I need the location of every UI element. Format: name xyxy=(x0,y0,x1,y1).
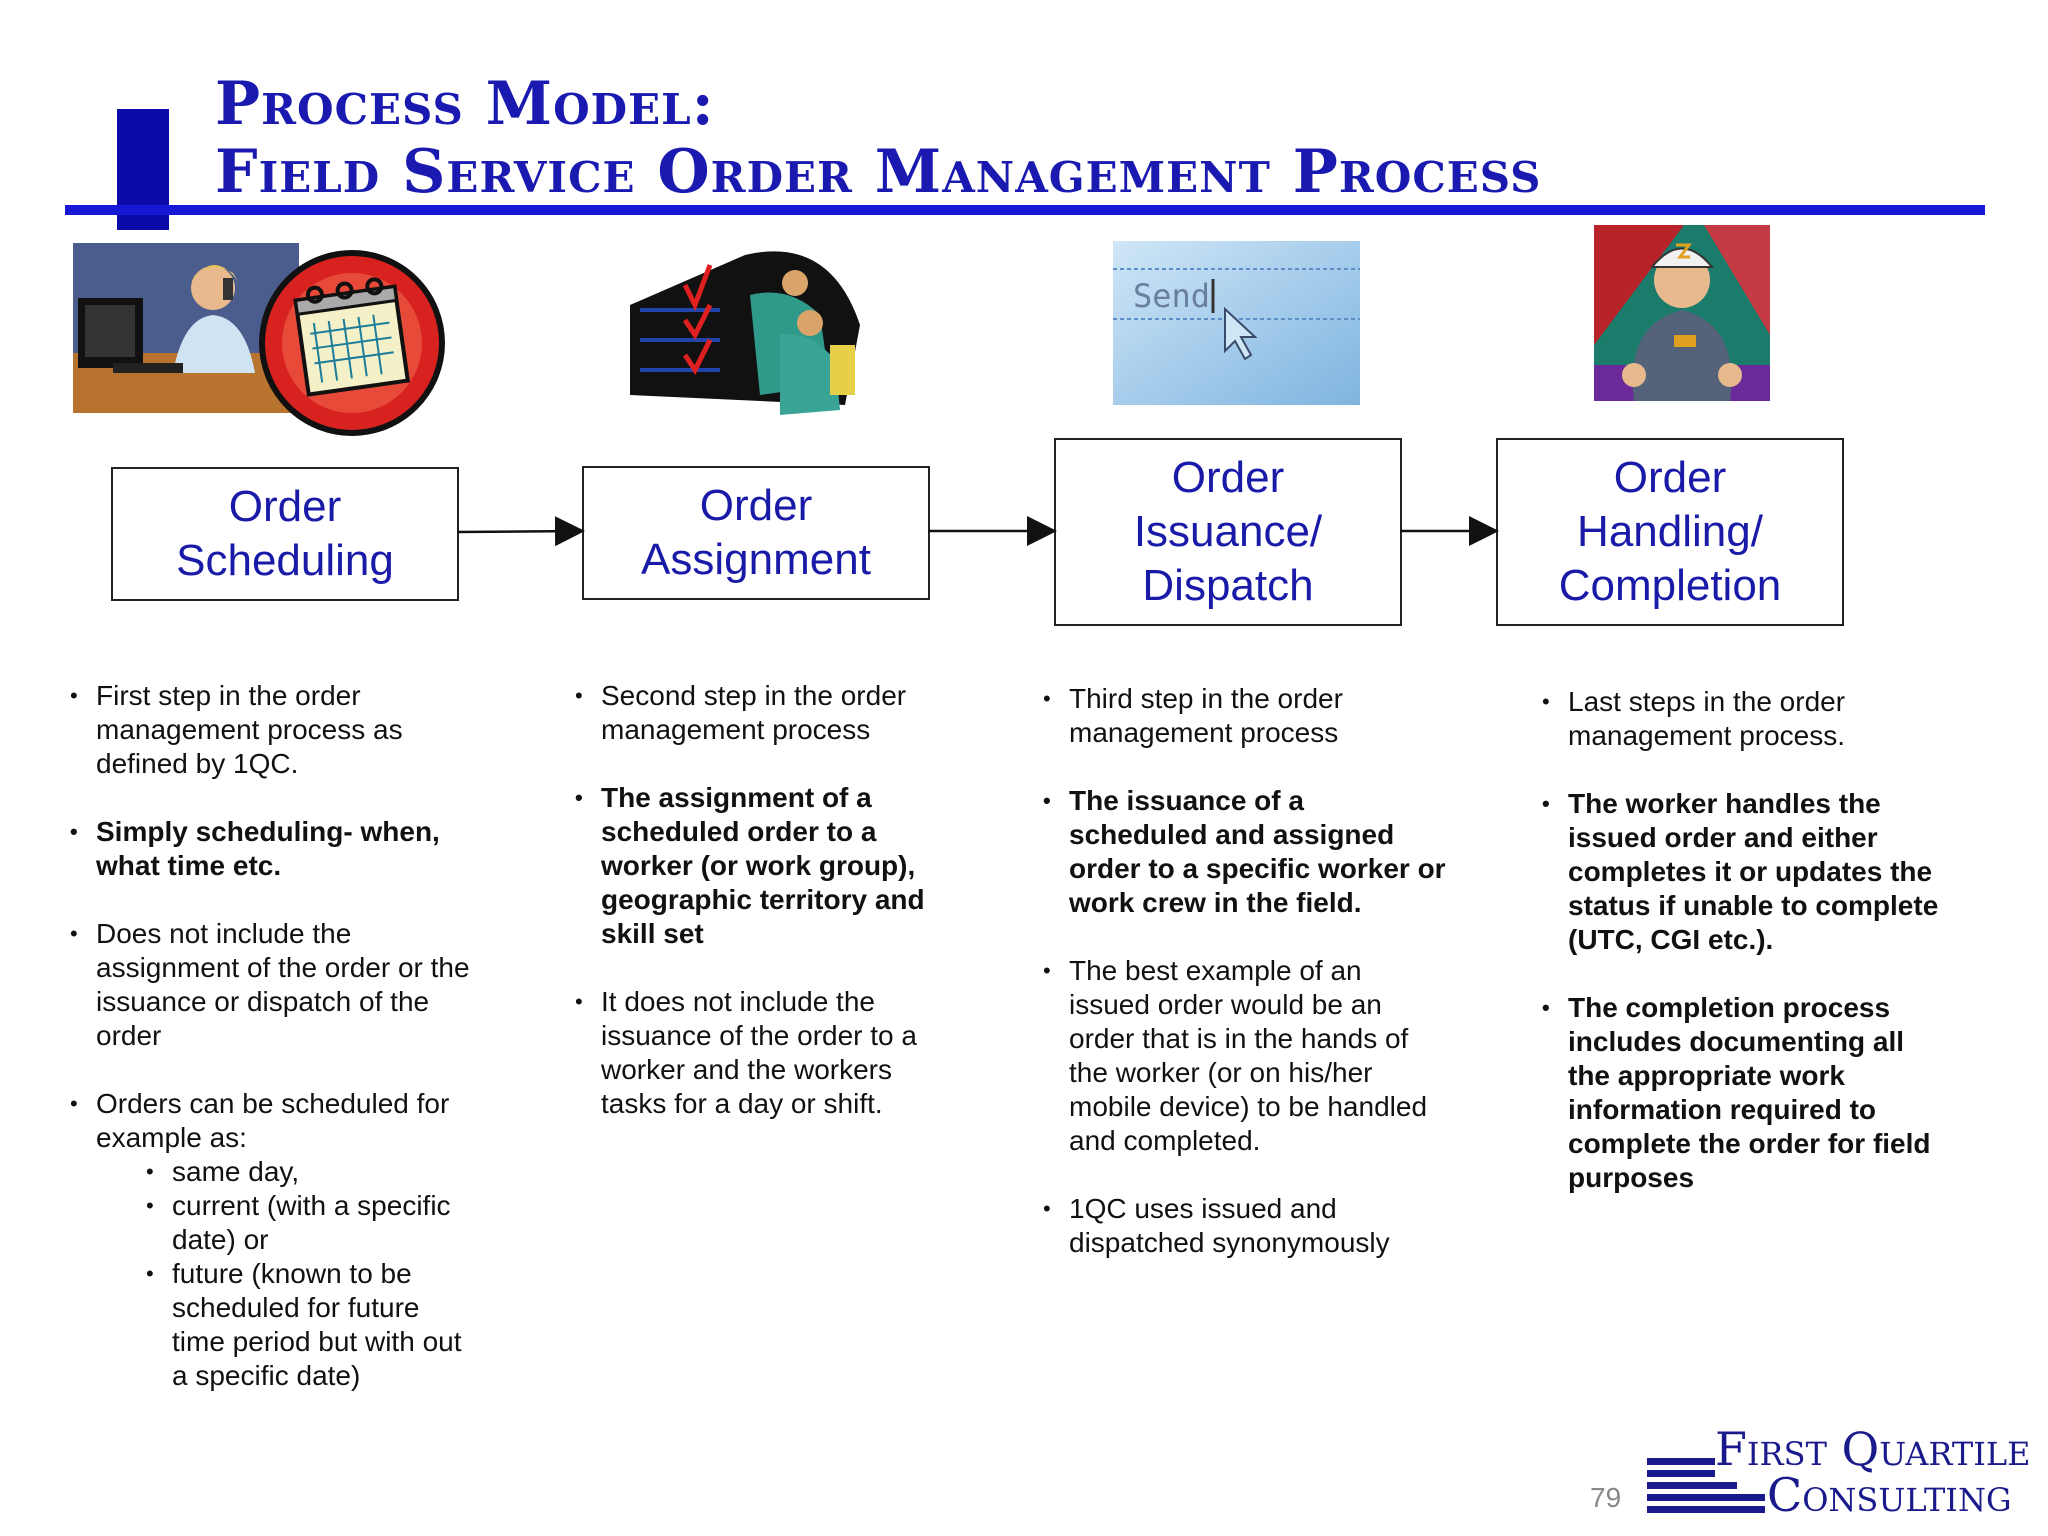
logo-line-2: Consulting xyxy=(1767,1468,2012,1522)
company-logo: First Quartile Consulting xyxy=(1645,1420,2045,1520)
bullet-text: Orders can be scheduled for example as: xyxy=(96,1088,450,1153)
step-order-scheduling: Order Scheduling xyxy=(111,467,459,601)
bullet: First step in the order management proce… xyxy=(70,679,480,781)
logo-bars-icon xyxy=(1647,1458,1765,1513)
title-line-1: Process Model: xyxy=(215,69,715,139)
title-underline xyxy=(65,205,1985,215)
dispatch-details: Third step in the order management proce… xyxy=(1043,682,1448,1294)
arrow-1 xyxy=(456,516,585,547)
bullet: The worker handles the issued order and … xyxy=(1542,787,1942,957)
bullet: Second step in the order management proc… xyxy=(575,679,955,747)
sub-bullet: current (with a specific date) or xyxy=(146,1189,480,1257)
step-label: Order Scheduling xyxy=(176,482,394,585)
send-label: Send xyxy=(1133,277,1210,315)
page-title: Process Model: Field Service Order Manag… xyxy=(215,70,1542,206)
checklist-workers-icon xyxy=(630,251,860,415)
woman-on-phone-icon xyxy=(73,243,299,413)
sub-bullet: future (known to be scheduled for future… xyxy=(146,1257,480,1393)
step-label: Order Handling/ Completion xyxy=(1558,453,1782,610)
bullet: The best example of an issued order woul… xyxy=(1043,954,1448,1158)
step-order-handling-completion: Order Handling/ Completion xyxy=(1496,438,1844,626)
bullet: The assignment of a scheduled order to a… xyxy=(575,781,955,951)
calendar-icon xyxy=(259,250,445,436)
sub-bullet: same day, xyxy=(146,1155,480,1189)
field-worker-icon xyxy=(1594,225,1770,401)
bullet: Third step in the order management proce… xyxy=(1043,682,1448,750)
page-number: 79 xyxy=(1590,1482,1622,1513)
bullet: 1QC uses issued and dispatched synonymou… xyxy=(1043,1192,1448,1260)
bullet: Simply scheduling- when, what time etc. xyxy=(70,815,480,883)
step-order-assignment: Order Assignment xyxy=(582,466,930,600)
sub-bullets: same day, current (with a specific date)… xyxy=(146,1155,480,1393)
step-label: Order Issuance/ Dispatch xyxy=(1133,453,1323,610)
logo-line-1: First Quartile xyxy=(1715,1422,2031,1476)
bullet: Orders can be scheduled for example as: … xyxy=(70,1087,480,1393)
bullet: Last steps in the order management proce… xyxy=(1542,685,1942,753)
bullet: It does not include the issuance of the … xyxy=(575,985,955,1121)
title-line-2: Field Service Order Management Process xyxy=(215,137,1542,207)
send-cursor-icon: Send xyxy=(1113,241,1360,405)
bullet: The completion process includes document… xyxy=(1542,991,1942,1195)
step-label: Order Assignment xyxy=(641,481,871,584)
bullet: Does not include the assignment of the o… xyxy=(70,917,480,1053)
bullet: The issuance of a scheduled and assigned… xyxy=(1043,784,1448,920)
assignment-details: Second step in the order management proc… xyxy=(575,679,955,1155)
scheduling-details: First step in the order management proce… xyxy=(70,679,480,1393)
completion-details: Last steps in the order management proce… xyxy=(1542,685,1942,1229)
